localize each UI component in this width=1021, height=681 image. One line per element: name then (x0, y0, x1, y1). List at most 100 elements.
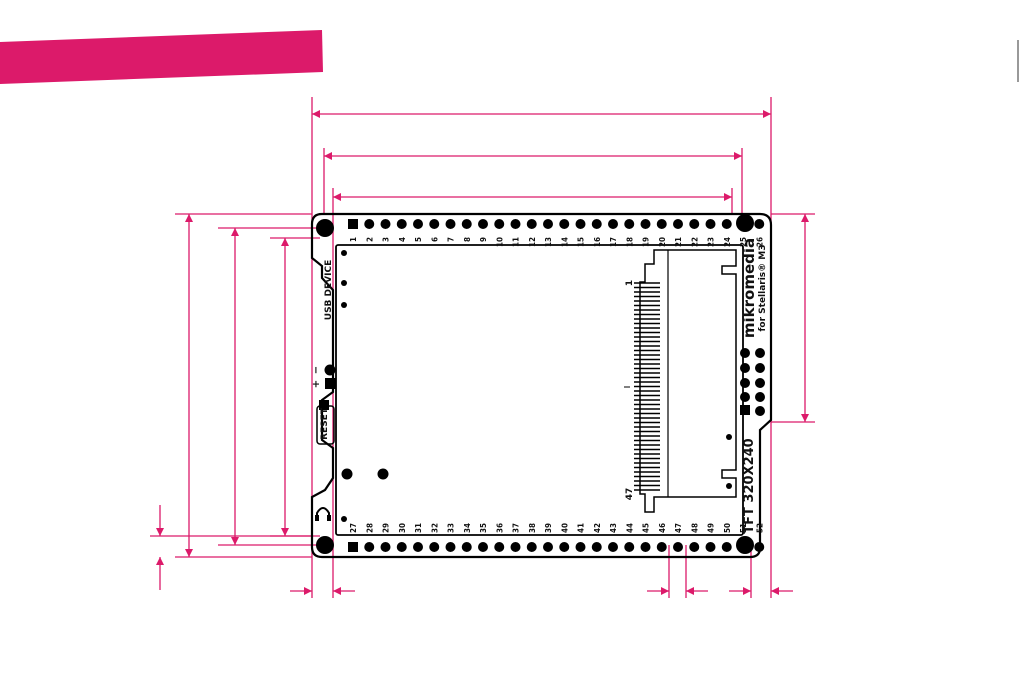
pin-label: 44 (625, 523, 634, 533)
dim-pitch-arrow-b (686, 587, 694, 595)
pin (657, 219, 667, 229)
expansion-pin (755, 392, 765, 402)
hole (378, 469, 389, 480)
pin (706, 542, 716, 552)
mounting-hole (736, 214, 754, 232)
pin (364, 219, 374, 229)
pin (478, 542, 488, 552)
pin (641, 542, 651, 552)
pin (364, 542, 374, 552)
pin (689, 219, 699, 229)
expansion-pin (755, 348, 765, 358)
pin-label: 21 (674, 237, 683, 247)
pin-label: 2 (365, 237, 374, 242)
headphone-icon-left (315, 515, 319, 521)
pin (429, 219, 439, 229)
expansion-pin (740, 392, 750, 402)
dim-width-pins-arrow-left (333, 193, 341, 201)
dim-height-pins-arrow-top (281, 238, 289, 246)
pin (689, 542, 699, 552)
dim-height-right-arrow-bottom (801, 414, 809, 422)
usb-device-label: USB DEVICE (324, 260, 334, 320)
pin (527, 542, 537, 552)
pin (494, 542, 504, 552)
pin (429, 542, 439, 552)
pin (608, 219, 618, 229)
pin (641, 219, 651, 229)
pin (462, 542, 472, 552)
pin (511, 542, 521, 552)
pin-label: 10 (495, 237, 504, 247)
pcb-board (312, 214, 771, 557)
board-outline (312, 214, 771, 557)
pin-label: 50 (723, 523, 732, 533)
pin-label: 19 (642, 237, 651, 247)
dim-small-right-arrow-b (771, 587, 779, 595)
pin (673, 542, 683, 552)
pin-label: 14 (560, 237, 569, 247)
fpc-connector (624, 250, 736, 512)
mounting-hole (736, 536, 754, 554)
pin-label: 35 (479, 523, 488, 533)
pin (754, 542, 764, 552)
pin-label: 3 (382, 237, 391, 242)
headphone-icon-right (327, 515, 331, 521)
pin (706, 219, 716, 229)
header-pins (348, 219, 764, 552)
pin (722, 542, 732, 552)
dim-height-holes-arrow-bottom (231, 537, 239, 545)
dim-small-left-arrow-b (333, 587, 341, 595)
expansion-pin-square (740, 405, 750, 415)
pin-label: 8 (463, 237, 472, 242)
pin-label: 37 (512, 523, 521, 533)
pin-label: 40 (560, 523, 569, 533)
pin-label: 23 (707, 237, 716, 247)
via-dot (726, 434, 732, 440)
pin-label: 28 (365, 523, 374, 533)
board-components (315, 214, 765, 554)
pin (624, 219, 634, 229)
dim-width-overall-arrow-left (312, 110, 320, 118)
pin-label: 45 (642, 523, 651, 533)
pin-label: 6 (430, 237, 439, 242)
pin-label: 7 (447, 237, 456, 242)
pin-label: 49 (707, 523, 716, 533)
pin-label: 34 (463, 523, 472, 533)
display-label: TFT 320X240 (742, 438, 757, 533)
fpc-body (640, 250, 736, 512)
expansion-pin (755, 378, 765, 388)
pin-label: 36 (495, 523, 504, 533)
pin-label: 31 (414, 523, 423, 533)
pin-label: 11 (512, 237, 521, 247)
pin-label: 12 (528, 237, 537, 247)
via-dot (726, 483, 732, 489)
dim-pitch-arrow-a (661, 587, 669, 595)
pin-label: 41 (577, 523, 586, 533)
dim-small-arrow-bottom (156, 557, 164, 565)
dim-small-right-arrow-a (743, 587, 751, 595)
pin (592, 219, 602, 229)
pin (559, 542, 569, 552)
pin-label: 42 (593, 523, 602, 533)
board-texts: USB DEVICE RESET + − mikromedia for Stel… (311, 238, 768, 534)
minus-label: − (311, 366, 322, 374)
pin-label: 48 (690, 523, 699, 533)
pin (657, 542, 667, 552)
pin-label: 33 (447, 523, 456, 533)
pin (511, 219, 521, 229)
pin-label: 1 (349, 237, 358, 242)
dim-width-holes-arrow-right (734, 152, 742, 160)
pin (446, 219, 456, 229)
pin (494, 219, 504, 229)
pin-label: 22 (690, 237, 699, 247)
expansion-pin (740, 363, 750, 373)
pin (576, 542, 586, 552)
pin (413, 542, 423, 552)
pin-label: 24 (723, 237, 732, 247)
pin-label: 39 (544, 523, 553, 533)
pin-label: 38 (528, 523, 537, 533)
pin-label: 32 (430, 523, 439, 533)
mounting-hole (316, 536, 334, 554)
